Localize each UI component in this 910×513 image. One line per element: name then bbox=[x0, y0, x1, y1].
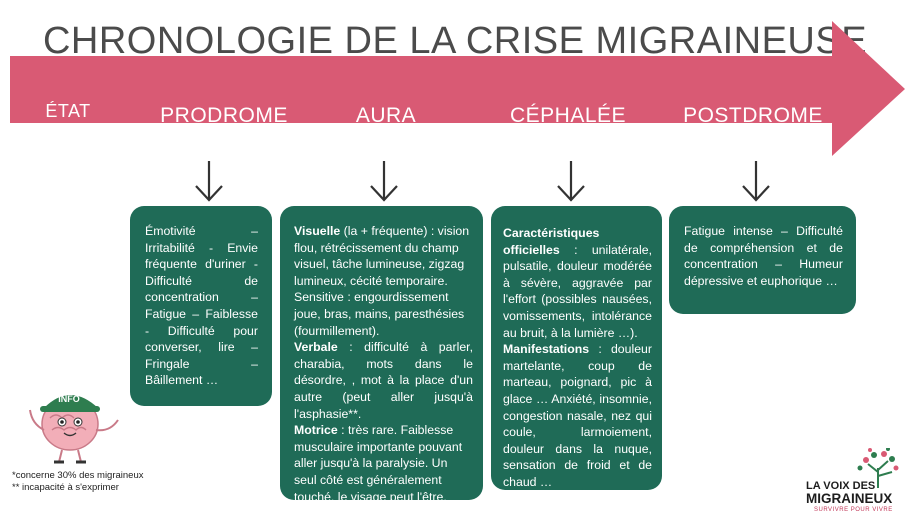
footnote-aura: *concerne 30% des migraineux bbox=[12, 470, 144, 481]
phase-postdrome: POSTDROME De 24h à 48h bbox=[663, 104, 843, 142]
cephalee-box: Caractéristiques officielles : unilatéra… bbox=[491, 206, 662, 490]
postdrome-symptoms: Fatigue intense – Difficulté de compréhe… bbox=[684, 224, 843, 288]
phase-duration: De 5min à 60min selon le type d'aura* bbox=[305, 131, 467, 142]
cephalee-manifestations: Manifestations : douleur martelante, cou… bbox=[503, 342, 652, 489]
logo-line1: LA VOIX DES bbox=[806, 480, 876, 492]
down-arrow-icon bbox=[370, 161, 398, 202]
aura-motrice-label: Motrice bbox=[294, 423, 338, 438]
tree-logo-icon bbox=[857, 448, 899, 488]
prodrome-symptoms: Émotivité – Irritabilité - Envie fréquen… bbox=[145, 224, 258, 388]
cephalee-manifestations-label: Manifestations bbox=[503, 342, 590, 357]
down-arrow-icon bbox=[742, 161, 770, 202]
phase-duration: De 4h à 72h bbox=[542, 131, 594, 142]
footnotes: *concerne 30% des migraineux ** incapaci… bbox=[12, 470, 144, 494]
aura-motrice-text: musculaire importante pouvant aller jusq… bbox=[294, 439, 463, 504]
phase-label: POSTDROME bbox=[683, 104, 823, 127]
phase-cephalee: CÉPHALÉE De 4h à 72h bbox=[478, 104, 658, 142]
phase-label: PRODROME bbox=[160, 104, 288, 127]
phase-label: NORMAL bbox=[27, 123, 108, 143]
brain-mascot-icon: INFO bbox=[29, 394, 119, 464]
phase-duration: De 24h à 48h bbox=[724, 131, 782, 142]
aura-box: Visuelle (la + fréquente) : vision flou,… bbox=[280, 206, 483, 504]
cephalee-officielles: Caractéristiques officielles : unilatéra… bbox=[503, 226, 652, 340]
aura-verbale: Verbale : difficulté à parler, charabia,… bbox=[294, 340, 473, 421]
logo-tagline: SURVIVRE POUR VIVRE bbox=[814, 507, 893, 513]
phase-prodrome: PRODROME Quelques heures à un jour avant bbox=[134, 104, 314, 142]
aura-sensitive: Sensitive : engourdissement joue, bras, … bbox=[294, 290, 465, 338]
timeline-arrow bbox=[10, 21, 905, 156]
phase-etat-normal: ÉTAT NORMAL bbox=[18, 100, 118, 144]
postdrome-box: Fatigue intense – Difficulté de compréhe… bbox=[669, 206, 856, 314]
logo-line2: MIGRAINEUX bbox=[806, 491, 893, 506]
phase-label: AURA bbox=[355, 104, 417, 127]
mascot-badge: INFO bbox=[58, 394, 80, 404]
phase-duration: Quelques heures à un jour avant bbox=[155, 131, 293, 142]
aura-visuelle-text: flou, rétrécissement du champ visuel, tâ… bbox=[294, 240, 465, 288]
aura-visuelle-label: Visuelle bbox=[294, 224, 341, 238]
aura-motrice: Motrice : très rare. Faiblesse bbox=[294, 423, 454, 438]
aura-verbale-label: Verbale bbox=[294, 340, 338, 355]
aura-visuelle: Visuelle (la + fréquente) : vision bbox=[294, 224, 470, 238]
phase-aura: AURA De 5min à 60min selon le type d'aur… bbox=[296, 104, 476, 142]
prodrome-box: Émotivité – Irritabilité - Envie fréquen… bbox=[130, 206, 272, 406]
down-arrow-icon bbox=[557, 161, 585, 202]
phase-label: CÉPHALÉE bbox=[509, 104, 627, 127]
footnote-asphasie: ** incapacité à s'exprimer bbox=[12, 482, 119, 493]
down-arrow-icon bbox=[195, 161, 223, 202]
phase-label: ÉTAT bbox=[45, 101, 91, 121]
cephalee-officielles-label: Caractéristiques officielles bbox=[503, 226, 600, 257]
page-title: CHRONOLOGIE DE LA CRISE MIGRAINEUSE bbox=[42, 20, 868, 62]
